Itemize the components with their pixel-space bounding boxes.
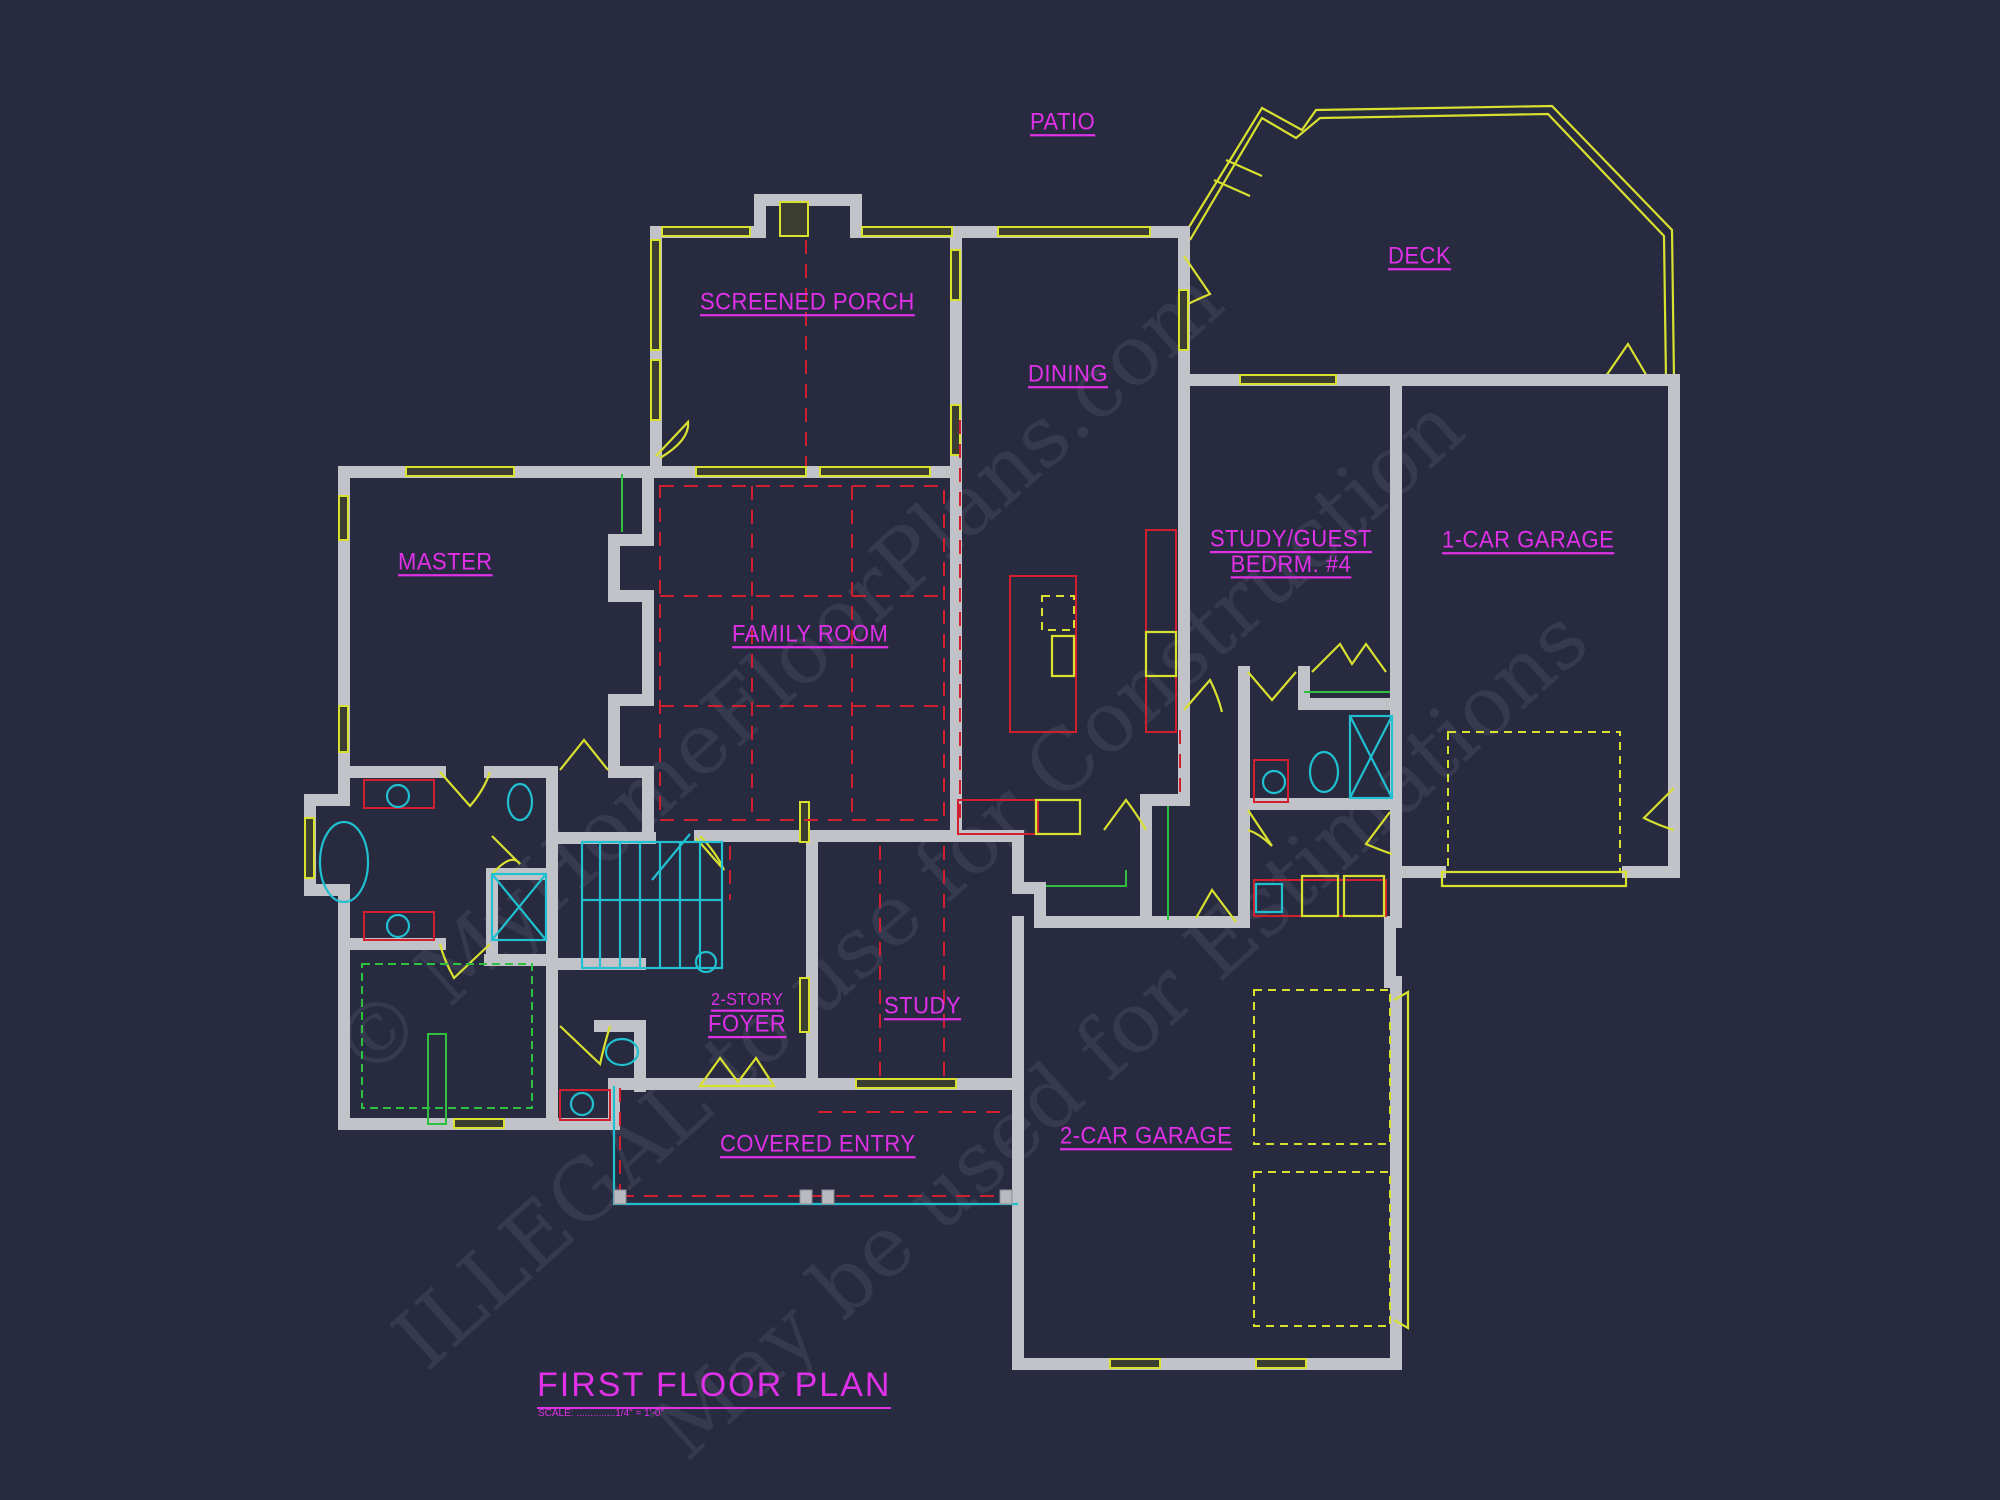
room-label-two-story-foyer: 2-STORY FOYER [708,990,787,1037]
drawing-title: FIRST FLOOR PLAN [537,1366,892,1409]
covered-entry-outline [612,1086,1018,1206]
room-label-study-guest-line2: BEDRM. #4 [1230,549,1352,578]
garage-doors [1253,731,1628,1327]
master-bath-fixtures [318,474,623,1125]
deck-outline [1185,104,1676,381]
room-label-deck: DECK [1388,241,1452,270]
room-label-master: MASTER [398,547,493,576]
room-label-dining: DINING [1028,359,1108,388]
room-label-foyer-line2: FOYER [708,1009,787,1037]
room-label-two-car-garage: 2-CAR GARAGE [1060,1121,1233,1150]
room-label-covered-entry: COVERED ENTRY [720,1129,916,1158]
room-label-foyer-line1: 2-STORY [711,990,784,1010]
other-bath-fixtures [559,691,1394,1121]
room-label-patio: PATIO [1030,107,1096,136]
doors [438,255,1675,1330]
windows [304,201,1337,1369]
room-label-family-room: FAMILY ROOM [732,619,889,648]
drawing-scale: SCALE: ..............1/4" = 1'-0" [538,1408,665,1419]
ceiling-lines [619,240,1181,1197]
room-label-study-guest-line1: STUDY/GUEST [1210,524,1372,553]
walls [304,194,1680,1370]
room-label-one-car-garage: 1-CAR GARAGE [1442,525,1615,554]
kitchen [957,529,1178,836]
room-label-screened-porch: SCREENED PORCH [700,287,915,316]
staircase [580,833,724,974]
room-label-study-guest-bedroom: STUDY/GUEST BEDRM. #4 [1210,526,1372,577]
room-label-study: STUDY [884,991,962,1020]
